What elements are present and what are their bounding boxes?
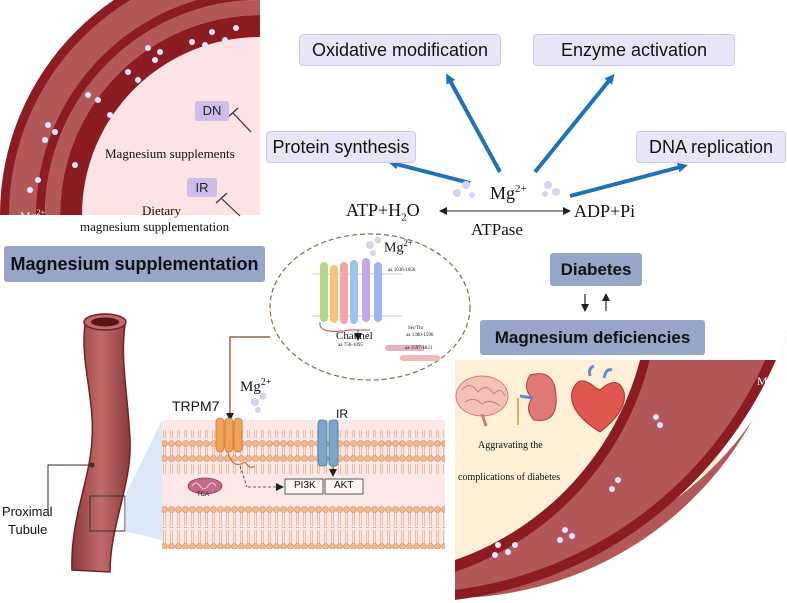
reaction-ion-charge: 2+ bbox=[515, 183, 527, 195]
complication-line2: complications of diabetes bbox=[458, 472, 561, 483]
channel-label: Channel bbox=[336, 330, 373, 342]
effect-dna-box: DNA replication bbox=[636, 131, 786, 163]
complication-line1: Aggravating the bbox=[478, 440, 543, 451]
trpm7-detail-ion-charge: 2+ bbox=[403, 238, 414, 248]
membrane-ion: Mg2+ bbox=[240, 377, 271, 396]
reaction-ion: Mg2+ bbox=[490, 183, 527, 204]
effect-arrows bbox=[388, 73, 688, 198]
supplementation-ion: Mg2+ bbox=[20, 208, 45, 224]
tubule-label-line1: Proximal bbox=[2, 504, 53, 519]
cell-membrane bbox=[162, 392, 445, 549]
reaction-right: ADP+Pi bbox=[574, 201, 636, 221]
reaction-left-main: ATP+H bbox=[346, 200, 402, 220]
kinase-range: aa 1597-1821 bbox=[405, 346, 433, 351]
supplementation-ion-charge: 2+ bbox=[36, 208, 46, 217]
effect-oxidative-box: Oxidative modification bbox=[299, 34, 501, 66]
reaction-ion-symbol: Mg bbox=[490, 183, 516, 203]
ir-label-line2: magnesium supplementation bbox=[80, 219, 230, 234]
reaction-left: ATP+H2O bbox=[346, 200, 420, 224]
trpm7-detail-ion: Mg2+ bbox=[384, 238, 413, 257]
trpm7-structure bbox=[269, 233, 471, 381]
deficiency-box: Magnesium deficiencies bbox=[480, 320, 705, 355]
effect-enzyme-label: Enzyme activation bbox=[560, 40, 708, 60]
supplementation-title-box: Magnesium supplementation bbox=[4, 246, 265, 282]
arrow-dna bbox=[569, 162, 688, 198]
diabetes-arrows bbox=[581, 293, 610, 312]
heart-icon bbox=[571, 364, 625, 433]
structure-connector bbox=[226, 336, 270, 421]
effect-protein-label: Protein synthesis bbox=[272, 137, 410, 157]
pi3k-label: PI3K bbox=[294, 480, 316, 491]
sertr-range: aa 1380-1596 bbox=[406, 333, 434, 338]
reaction-left-end: O bbox=[406, 200, 420, 220]
proximal-tubule bbox=[47, 313, 162, 573]
effect-oxidative-label: Oxidative modification bbox=[311, 40, 489, 60]
effect-enzyme-box: Enzyme activation bbox=[533, 34, 735, 66]
organ-icons bbox=[455, 364, 625, 433]
trpm7-label: TRPM7 bbox=[172, 398, 220, 414]
trpm7-detail-ion-symbol: Mg bbox=[384, 240, 404, 256]
sertr-label: Ser/Thr bbox=[408, 326, 424, 331]
channel-range: aa 756-1095 bbox=[338, 343, 363, 348]
ir-receptor-label: IR bbox=[336, 407, 348, 421]
reaction-ion-dots bbox=[453, 181, 560, 198]
arrow-enzyme bbox=[533, 73, 615, 174]
ir-label-line1: Dietary bbox=[142, 203, 181, 218]
deficiency-ion-symbol: Mg bbox=[757, 374, 774, 388]
reaction-enzyme: ATPase bbox=[471, 220, 523, 239]
diabetes-label: Diabetes bbox=[560, 260, 632, 279]
arrow-protein bbox=[388, 159, 471, 185]
upper-range: aa 1036-1056 bbox=[388, 268, 416, 273]
ir-tag: IR bbox=[187, 178, 217, 197]
supplementation-vessel bbox=[0, 0, 260, 215]
deficiency-vessel bbox=[455, 330, 787, 603]
deficiency-ion-charge: 2+ bbox=[773, 373, 783, 382]
supplementation-title: Magnesium supplementation bbox=[10, 254, 259, 274]
deficiency-ion: Mg2+ bbox=[757, 373, 782, 389]
dn-label: Magnesium supplements bbox=[105, 146, 235, 161]
akt-label: AKT bbox=[334, 480, 354, 491]
membrane-ion-symbol: Mg bbox=[240, 379, 261, 395]
tubule-label-line2: Tubule bbox=[8, 522, 48, 537]
kidney-icon bbox=[517, 373, 557, 425]
tca-label: TCA bbox=[197, 492, 209, 498]
dn-tag: DN bbox=[195, 101, 229, 121]
effect-dna-label: DNA replication bbox=[648, 137, 774, 157]
reaction-left-sub: 2 bbox=[401, 211, 407, 224]
effect-protein-box: Protein synthesis bbox=[266, 131, 416, 163]
diabetes-box: Diabetes bbox=[550, 253, 642, 286]
deficiency-label: Magnesium deficiencies bbox=[494, 328, 691, 347]
brain-icon bbox=[455, 375, 509, 427]
arrow-oxidative bbox=[446, 73, 502, 173]
membrane-ion-charge: 2+ bbox=[260, 377, 272, 388]
supplementation-ion-symbol: Mg bbox=[20, 209, 37, 223]
